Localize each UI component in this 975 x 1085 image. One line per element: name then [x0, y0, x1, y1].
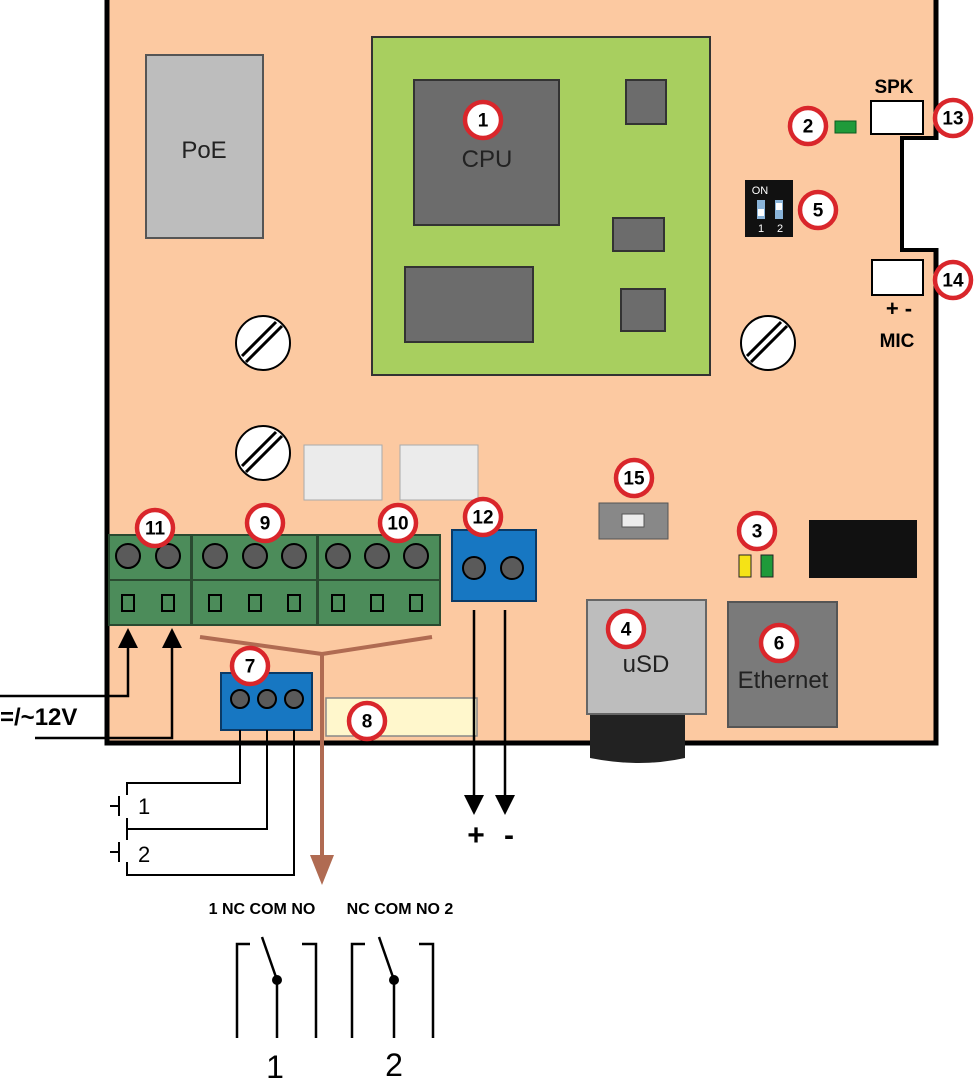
dip-on-label: ON: [752, 185, 769, 197]
terminal-block-11: [108, 534, 192, 626]
callout-9: 9: [244, 502, 286, 544]
poe-module: PoE: [145, 54, 264, 239]
led-green: [760, 554, 774, 578]
ethernet-label: Ethernet: [738, 667, 829, 694]
svg-text:6: 6: [774, 634, 785, 655]
callout-1: 1: [462, 99, 504, 141]
usd-label: uSD: [623, 651, 670, 678]
input-wires: [110, 730, 295, 876]
ethernet-port: Ethernet: [727, 601, 838, 728]
relay-2-number: 2: [385, 1047, 403, 1080]
callout-11: 11: [134, 507, 176, 549]
callout-5: 5: [797, 189, 839, 231]
relay-1-contact: [235, 936, 318, 1038]
relay-block: [303, 444, 383, 501]
callout-3: 3: [736, 510, 778, 552]
svg-text:13: 13: [942, 109, 963, 130]
svg-text:2: 2: [803, 117, 814, 138]
black-component: [809, 520, 917, 578]
led-yellow: [738, 554, 752, 578]
power-wires: [0, 640, 174, 740]
mic-connector: [871, 259, 924, 296]
callout-4: 4: [605, 608, 647, 650]
input-1-label: 1: [138, 794, 150, 819]
relay-arrow: [310, 855, 334, 885]
status-led-green: [834, 120, 857, 134]
svg-text:8: 8: [362, 712, 373, 733]
cpu-module: CPU: [371, 36, 711, 376]
callout-15: 15: [613, 457, 655, 499]
relay-1-number: 1: [266, 1049, 284, 1080]
dip-2-label: 2: [777, 223, 783, 235]
dip-1-label: 1: [758, 223, 764, 235]
dip-switch: ON 1 2: [745, 180, 793, 237]
relay-2-terminals: NC COM NO 2: [347, 901, 454, 918]
svg-text:4: 4: [621, 620, 632, 641]
terminal-block-10: [317, 534, 441, 626]
relay-2-contact: [350, 936, 435, 1038]
svg-text:3: 3: [752, 522, 763, 543]
svg-text:10: 10: [387, 514, 408, 535]
callout-10: 10: [377, 502, 419, 544]
spk-connector: [870, 100, 924, 135]
relay-1-terminals: 1 NC COM NO: [209, 901, 316, 918]
svg-text:15: 15: [623, 469, 645, 490]
poe-label: PoE: [181, 137, 226, 164]
screw: [235, 315, 291, 371]
svg-text:11: 11: [145, 519, 166, 540]
power-label: =/~12V: [0, 704, 77, 731]
callout-13: 13: [932, 97, 974, 139]
svg-text:12: 12: [472, 508, 493, 529]
screw: [235, 425, 291, 481]
speaker-plus-label: +: [467, 819, 485, 852]
board-notch: [900, 136, 936, 252]
input-2-label: 2: [138, 842, 150, 867]
callout-14: 14: [932, 259, 974, 301]
callout-7: 7: [229, 645, 271, 687]
relay-connection-line: [199, 635, 433, 858]
reset-button: [598, 502, 669, 540]
svg-text:5: 5: [813, 201, 824, 222]
svg-text:7: 7: [245, 657, 256, 678]
svg-text:1: 1: [478, 111, 489, 132]
callout-6: 6: [758, 622, 800, 664]
speaker-minus-label: -: [504, 819, 514, 852]
svg-text:9: 9: [260, 514, 271, 535]
usd-slot: uSD: [586, 599, 707, 763]
cpu-label: CPU: [462, 146, 513, 173]
spk-label: SPK: [874, 77, 913, 98]
mic-polarity: + -: [886, 296, 912, 321]
callout-12: 12: [462, 496, 504, 538]
mic-label: MIC: [880, 331, 915, 352]
terminal-block-9: [191, 534, 318, 626]
speaker-terminal: [451, 529, 537, 602]
speaker-wires: [472, 610, 507, 800]
relay-block: [399, 444, 479, 501]
screw: [740, 315, 796, 371]
callout-8: 8: [346, 700, 388, 742]
input-terminal: [220, 672, 313, 731]
callout-2: 2: [787, 105, 829, 147]
svg-text:14: 14: [942, 271, 964, 292]
